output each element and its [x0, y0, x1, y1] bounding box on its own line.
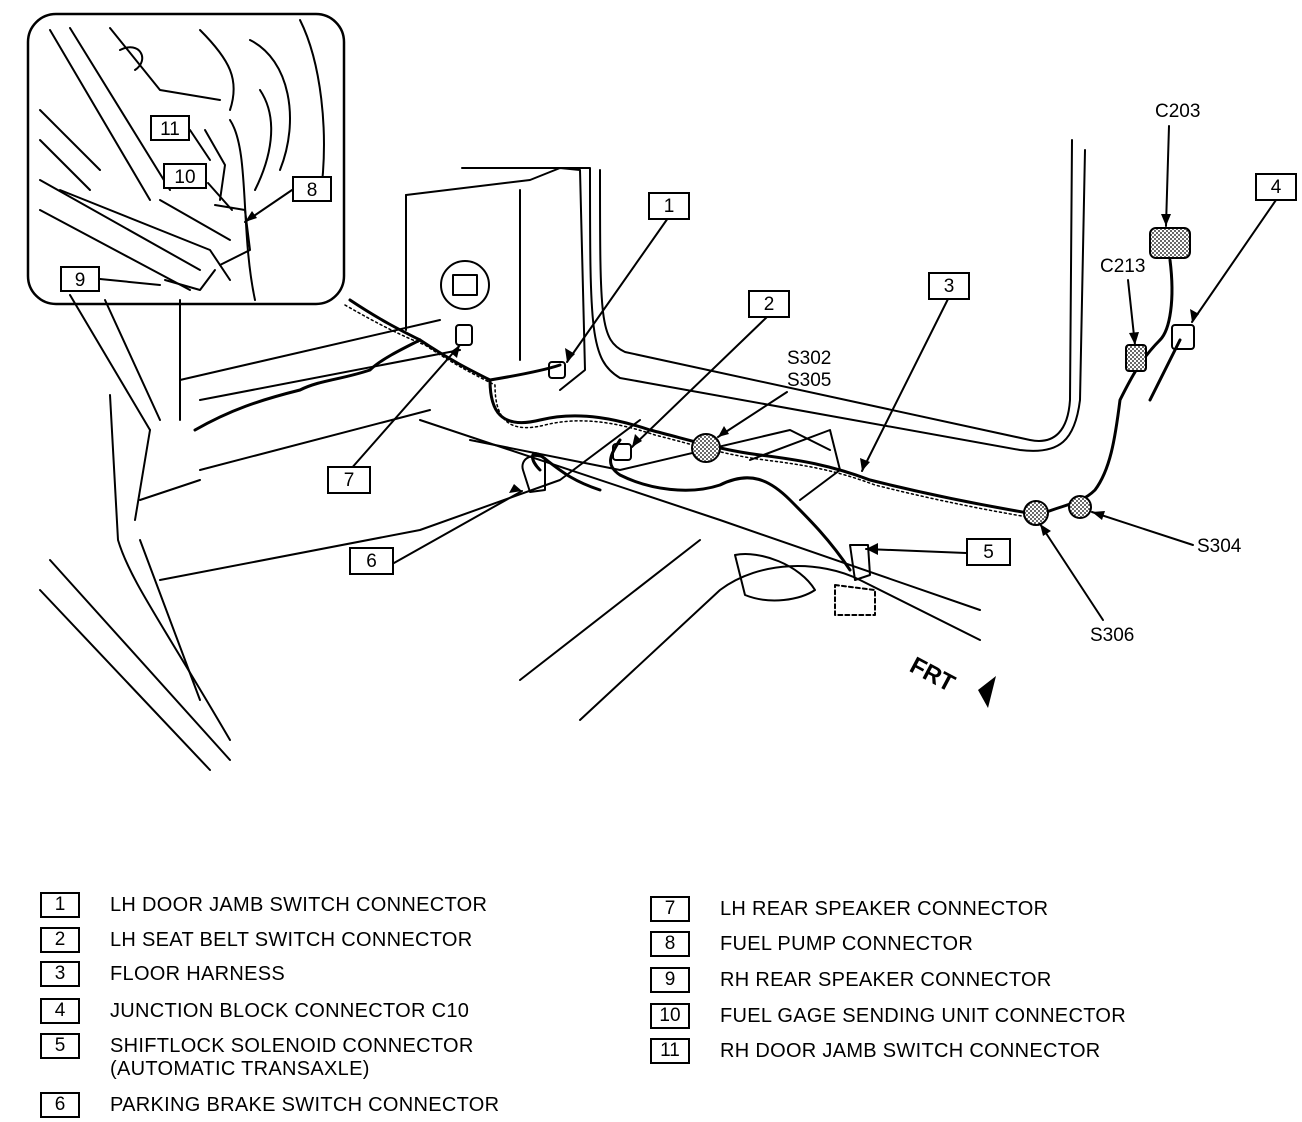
legend-label: FUEL PUMP CONNECTOR: [720, 933, 974, 955]
arrowheads: [245, 211, 1199, 555]
leader-lines: [99, 125, 1277, 621]
callout-3: 3: [928, 272, 970, 300]
legend-number: 9: [650, 967, 690, 993]
legend-label: SHIFTLOCK SOLENOID CONNECTOR: [110, 1035, 474, 1057]
wiring-diagram-artwork: [26, 12, 1277, 771]
callout-11: 11: [150, 115, 190, 141]
frt-arrow: [978, 676, 996, 708]
legend-label: LH REAR SPEAKER CONNECTOR: [720, 898, 1049, 920]
legend-number: 2: [40, 927, 80, 953]
legend-number: 7: [650, 896, 690, 922]
label-s306: S306: [1090, 625, 1135, 646]
legend-label: JUNCTION BLOCK CONNECTOR C10: [110, 1000, 470, 1022]
label-s302: S302: [787, 348, 832, 369]
label-c213: C213: [1100, 256, 1146, 277]
legend-number: 10: [650, 1003, 690, 1029]
legend-label: RH DOOR JAMB SWITCH CONNECTOR: [720, 1040, 1101, 1062]
inset-detail-view: [26, 12, 346, 306]
legend-label: FUEL GAGE SENDING UNIT CONNECTOR: [720, 1005, 1126, 1027]
legend-label: FLOOR HARNESS: [110, 963, 286, 985]
callout-8: 8: [292, 176, 332, 202]
wiring-harness: [193, 258, 1182, 572]
vehicle-floor-outline: [39, 139, 1086, 771]
label-s304: S304: [1197, 536, 1242, 557]
legend-number: 6: [40, 1092, 80, 1118]
legend-label: LH SEAT BELT SWITCH CONNECTOR: [110, 929, 473, 951]
callout-6: 6: [349, 547, 394, 575]
legend-number: 8: [650, 931, 690, 957]
legend-number: 11: [650, 1038, 690, 1064]
legend-number: 1: [40, 892, 80, 918]
label-s305: S305: [787, 370, 832, 391]
legend-label: PARKING BRAKE SWITCH CONNECTOR: [110, 1094, 500, 1116]
callout-1: 1: [648, 192, 690, 220]
legend-label: RH REAR SPEAKER CONNECTOR: [720, 969, 1052, 991]
callout-2: 2: [748, 290, 790, 318]
legend-label: LH DOOR JAMB SWITCH CONNECTOR: [110, 894, 488, 916]
callout-5: 5: [966, 538, 1011, 566]
callout-7: 7: [327, 466, 371, 494]
legend-number: 5: [40, 1033, 80, 1059]
callout-4: 4: [1255, 173, 1297, 201]
legend-number: 3: [40, 961, 80, 987]
callout-10: 10: [163, 163, 207, 189]
legend-number: 4: [40, 998, 80, 1024]
legend-label-line-2: (AUTOMATIC TRANSAXLE): [110, 1058, 370, 1080]
label-c203: C203: [1155, 101, 1201, 122]
callout-9: 9: [60, 266, 100, 292]
